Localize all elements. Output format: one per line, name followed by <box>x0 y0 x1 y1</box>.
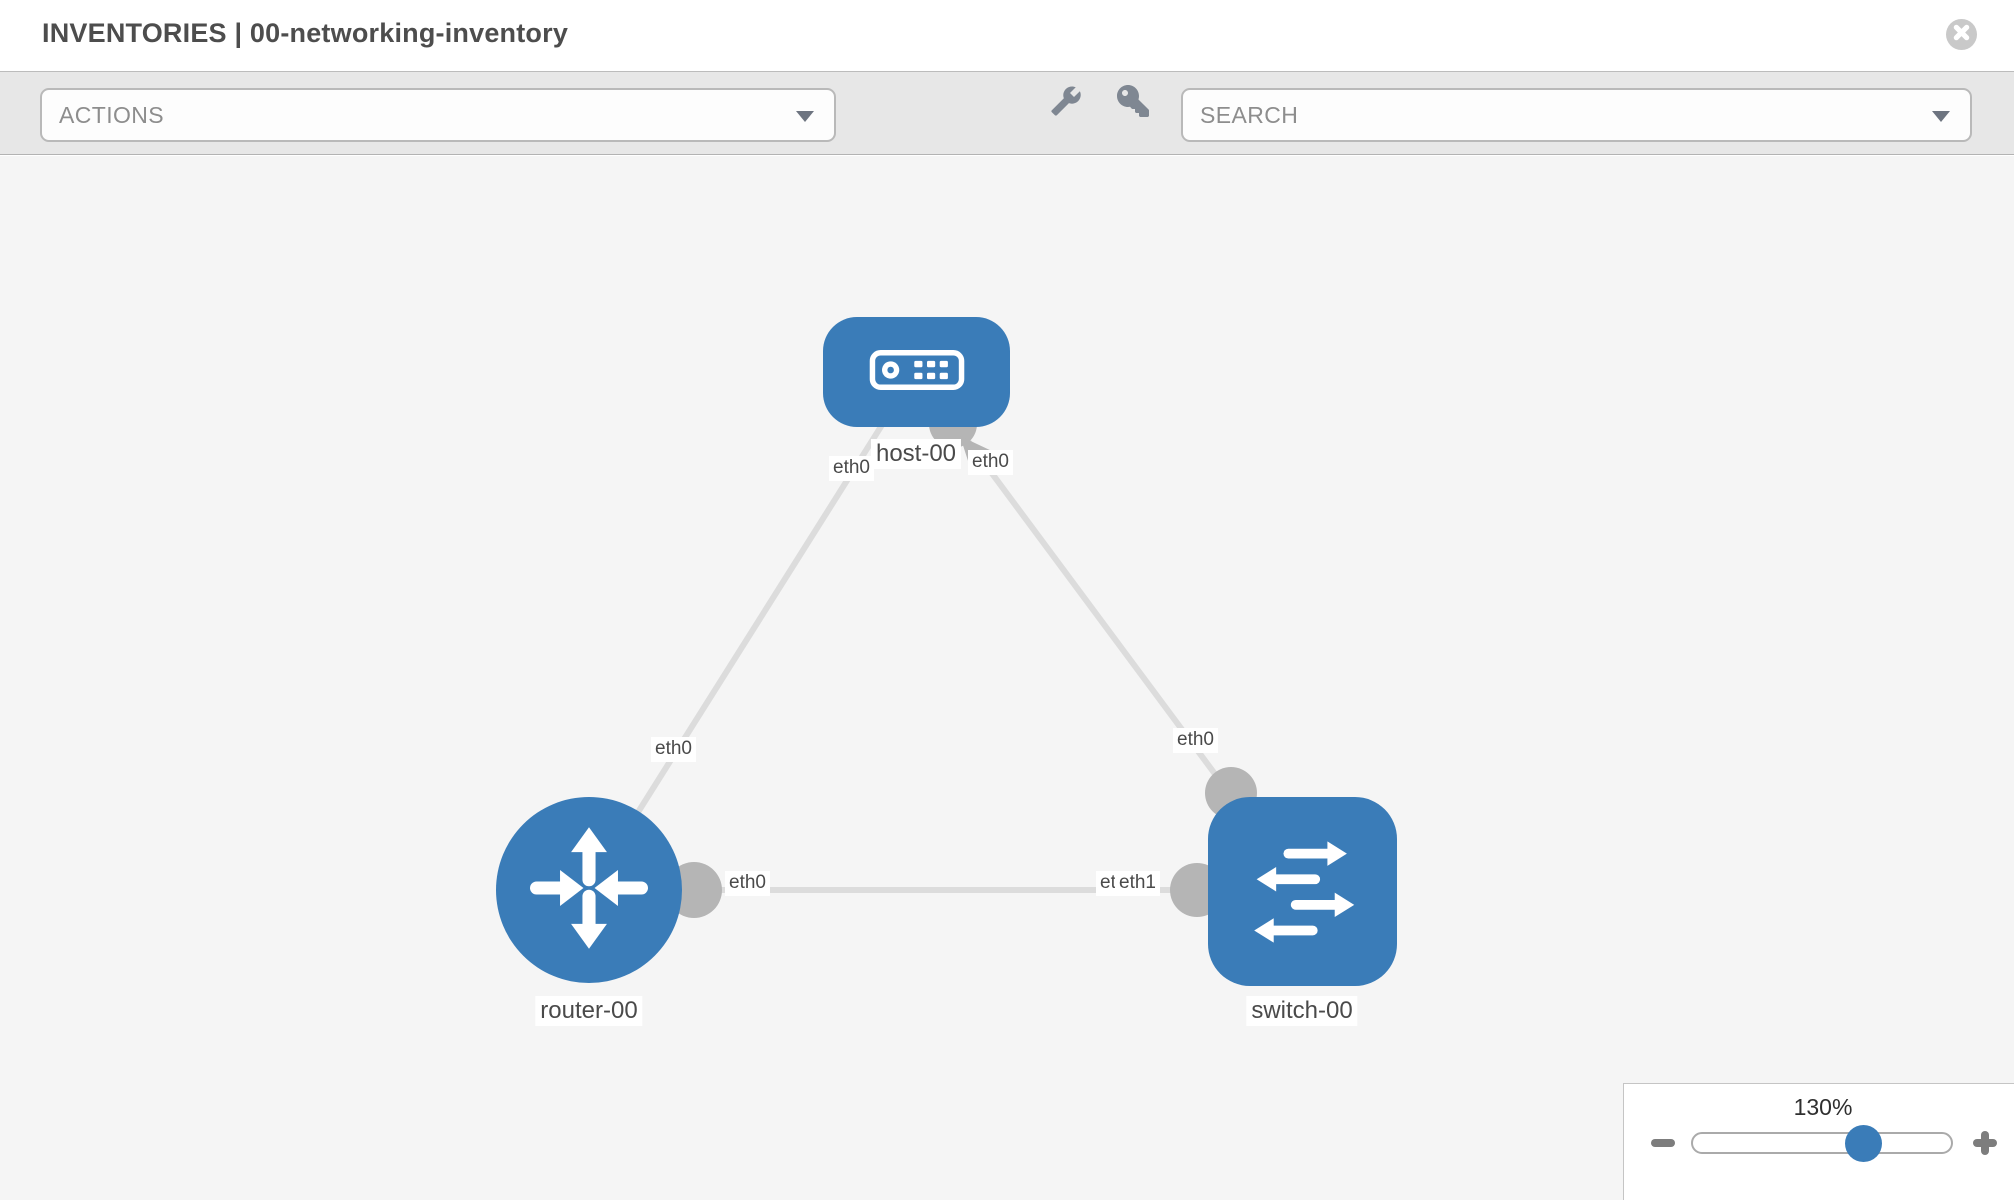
zoom-slider-track[interactable] <box>1691 1132 1953 1154</box>
zoom-panel: 130% <box>1623 1083 2014 1200</box>
chevron-down-icon <box>796 111 814 122</box>
zoom-slider-thumb[interactable] <box>1845 1125 1882 1162</box>
zoom-level-value: 130% <box>1793 1094 1853 1120</box>
host-icon <box>868 349 966 395</box>
actions-dropdown[interactable]: ACTIONS <box>40 88 836 142</box>
interface-label-switch-eth0-top: eth0 <box>1173 728 1218 753</box>
wrench-icon[interactable] <box>1050 85 1082 117</box>
search-dropdown-label: SEARCH <box>1200 101 1299 128</box>
node-router-00[interactable] <box>496 797 682 983</box>
switch-icon <box>1242 828 1364 955</box>
page-title: INVENTORIES | 00-networking-inventory <box>42 18 569 48</box>
interface-label-router-eth0-top: eth0 <box>651 737 696 762</box>
node-label-router: router-00 <box>535 996 643 1027</box>
title-bar: INVENTORIES | 00-networking-inventory <box>0 0 2014 71</box>
node-label-host: host-00 <box>870 439 962 470</box>
chevron-down-icon <box>1932 111 1950 122</box>
key-icon[interactable] <box>1117 85 1149 117</box>
zoom-in-button plus-icon[interactable] <box>1969 1127 2001 1159</box>
interface-label-switch-eth1: eth1 <box>1115 871 1160 896</box>
interface-label-router-eth0-mid: eth0 <box>725 871 770 896</box>
close-button[interactable] <box>1946 19 1977 50</box>
node-label-switch: switch-00 <box>1246 996 1358 1027</box>
interface-label-host-eth0-right: eth0 <box>968 450 1013 475</box>
zoom-out-button minus-icon[interactable] <box>1651 1139 1675 1147</box>
actions-dropdown-label: ACTIONS <box>59 101 165 128</box>
search-dropdown[interactable]: SEARCH <box>1181 88 1972 142</box>
topology-canvas[interactable] <box>0 156 2014 1200</box>
interface-label-host-eth0-left: eth0 <box>829 456 874 481</box>
close-icon <box>1946 17 1977 53</box>
topology-link-layer <box>586 369 1304 918</box>
node-host-00[interactable] <box>823 317 1010 427</box>
toolbar: ACTIONS SEARCH <box>0 71 2014 155</box>
router-icon <box>520 819 658 962</box>
node-switch-00[interactable] <box>1208 797 1397 986</box>
